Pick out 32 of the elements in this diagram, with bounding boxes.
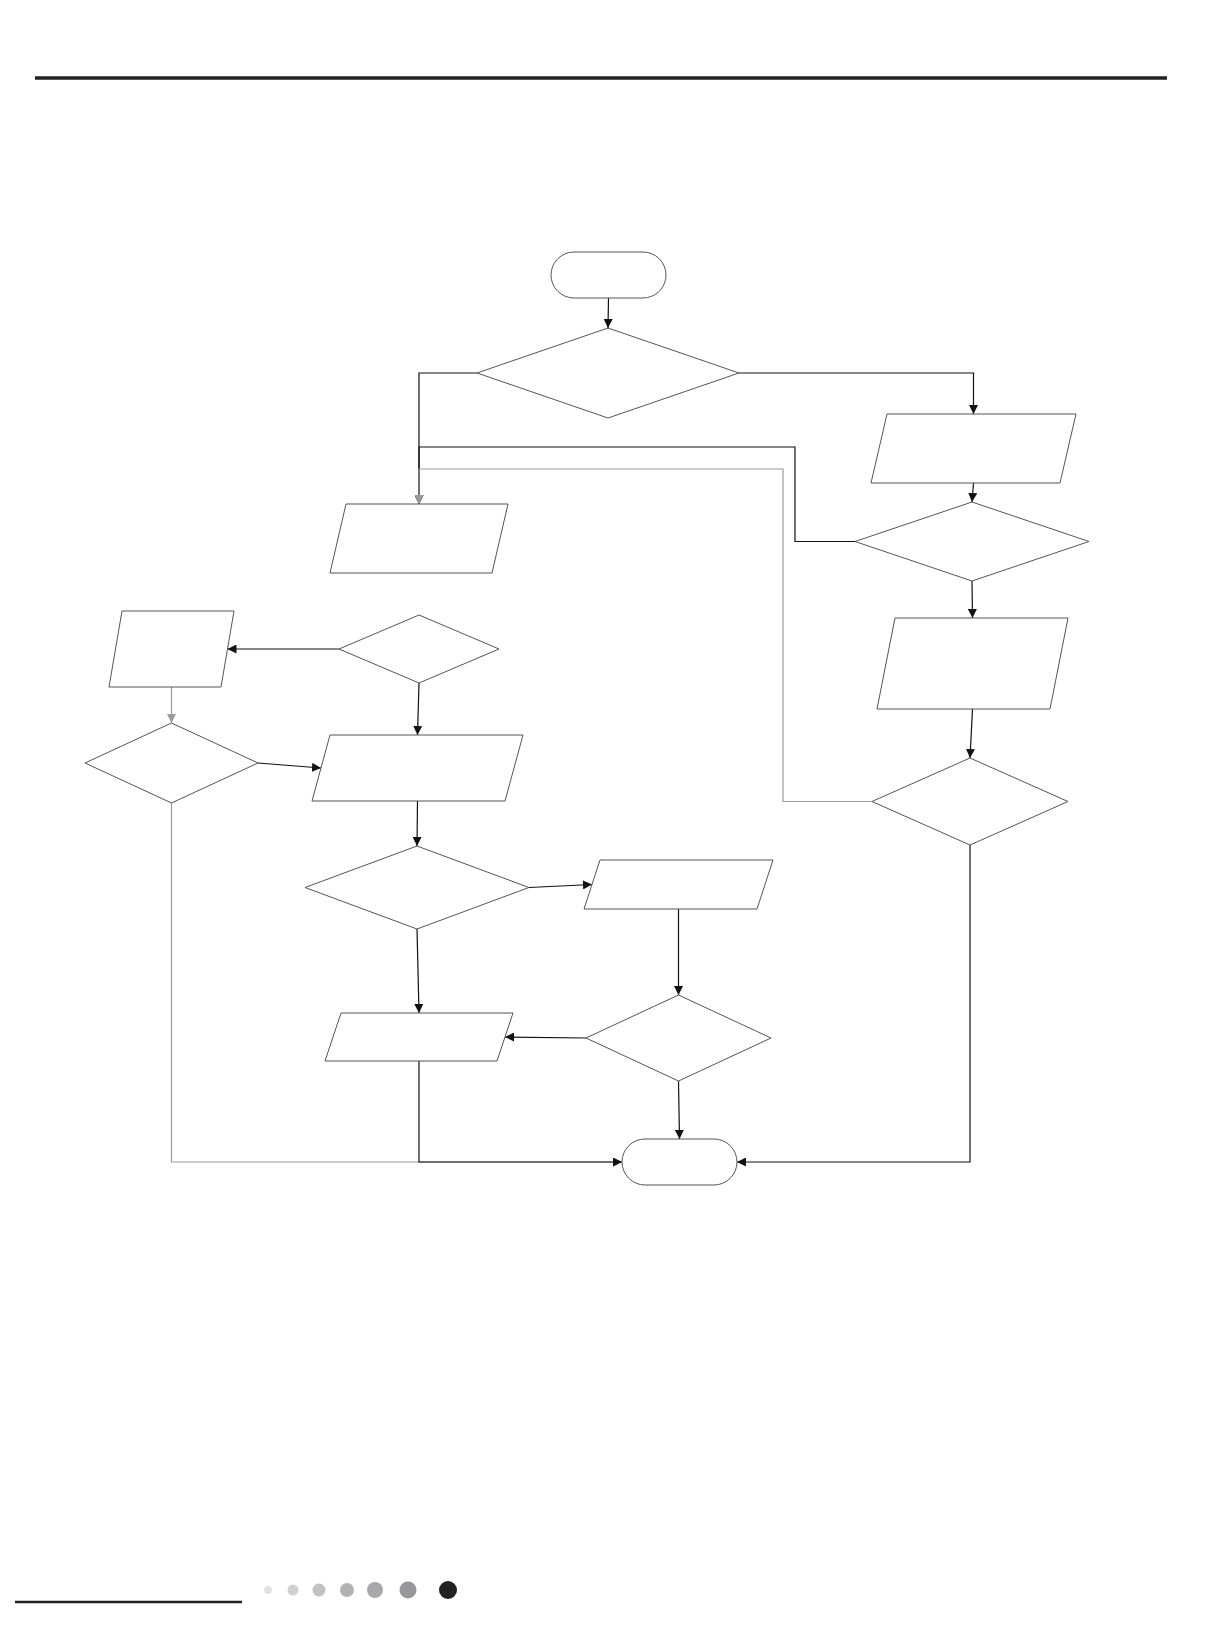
data-parallelogram: [330, 504, 508, 573]
decision-diamond: [305, 846, 529, 929]
arrow: [226, 644, 340, 654]
arrow: [167, 686, 176, 724]
decision-diamond: [339, 615, 499, 683]
arrow: [674, 908, 683, 996]
arrow: [603, 297, 613, 329]
arrow: [418, 1060, 623, 1167]
arrow: [504, 1032, 587, 1042]
decision-diamond: [872, 758, 1068, 845]
arrow: [965, 708, 975, 759]
decision-diamond: [85, 723, 258, 803]
arrow: [414, 928, 424, 1014]
data-parallelogram: [109, 611, 234, 687]
decision-diamond: [477, 328, 739, 418]
arrow: [414, 468, 873, 803]
data-parallelogram: [877, 618, 1068, 709]
arrow: [528, 880, 593, 890]
arrow: [736, 844, 971, 1167]
arrow: [257, 762, 322, 772]
data-parallelogram: [312, 735, 523, 801]
arrow: [412, 800, 422, 847]
arrow: [413, 682, 423, 736]
decision-diamond: [855, 502, 1089, 581]
arrow: [738, 372, 978, 415]
arrow: [968, 482, 978, 503]
arrow: [674, 1080, 684, 1140]
decision-diamond: [586, 995, 771, 1081]
data-parallelogram: [871, 414, 1076, 483]
data-parallelogram: [325, 1013, 513, 1061]
arrow: [967, 580, 977, 619]
data-parallelogram: [584, 860, 773, 909]
